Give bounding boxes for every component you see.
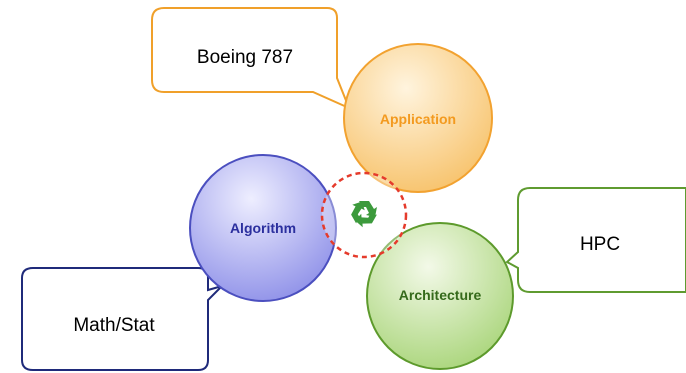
circle-architecture-shape bbox=[366, 222, 514, 370]
circle-algorithm: Algorithm bbox=[189, 154, 337, 302]
circle-application-label: Application bbox=[380, 111, 456, 127]
circle-algorithm-shape bbox=[189, 154, 337, 302]
callout-architecture-bubble bbox=[505, 187, 686, 293]
callout-architecture: HPC bbox=[505, 187, 686, 293]
callout-architecture-text: HPC bbox=[580, 234, 620, 255]
circle-algorithm-label: Algorithm bbox=[230, 220, 296, 236]
callout-application: Boeing 787 bbox=[151, 7, 351, 110]
callout-application-bubble bbox=[151, 7, 351, 110]
circle-application-shape bbox=[343, 43, 493, 193]
circle-architecture: Architecture bbox=[366, 222, 514, 370]
callout-algorithm-text: Math/Stat bbox=[73, 315, 155, 336]
recycle-icon bbox=[351, 201, 377, 228]
callout-application-text: Boeing 787 bbox=[197, 47, 293, 68]
circle-architecture-label: Architecture bbox=[399, 287, 482, 303]
center-dashed-ring bbox=[320, 171, 408, 259]
center-cycle bbox=[320, 171, 408, 259]
circle-application: Application bbox=[343, 43, 493, 193]
callout-algorithm: Math/Stat bbox=[21, 267, 226, 371]
